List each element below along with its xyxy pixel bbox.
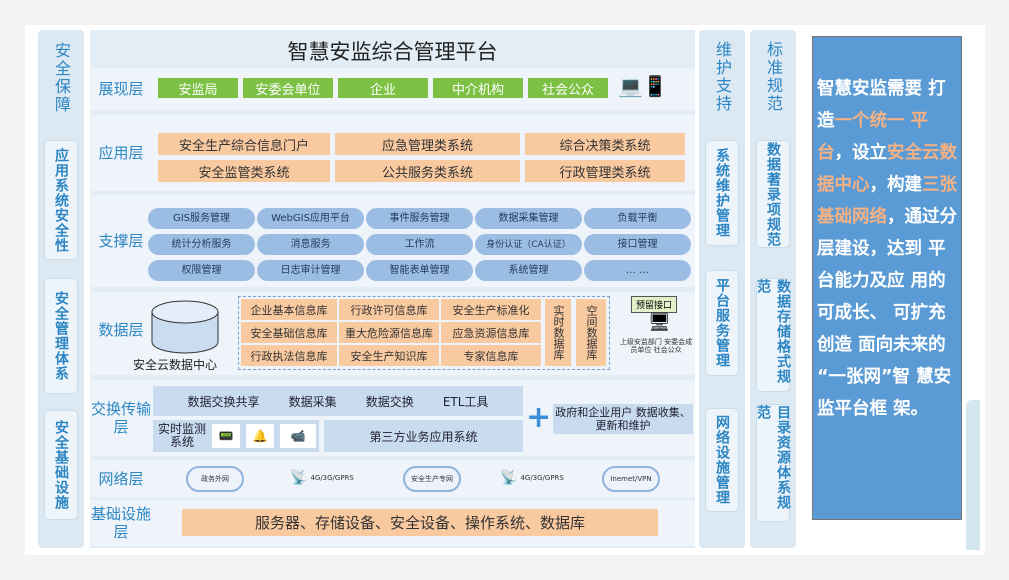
support-item: 工作流 — [366, 234, 473, 255]
db-item: 应急资源信息库 — [441, 322, 541, 343]
db-item: 安全基础信息库 — [241, 322, 337, 343]
application-item: 公共服务类系统 — [335, 160, 520, 182]
wireless-label: 4G/3G/GPRS — [520, 474, 564, 482]
presentation-item: 安监局 — [158, 78, 238, 98]
db-item: 行政许可信息库 — [339, 299, 439, 320]
layer-label: 展现层 — [98, 80, 144, 98]
standard-item: 数据著录项规范 — [756, 140, 790, 248]
support-item: 身份认证（CA认证） — [475, 234, 582, 255]
standard-item: 目录资源体系规范 — [755, 404, 791, 522]
maintain-item: 网络设施管理 — [705, 408, 739, 512]
application-item: 应急管理类系统 — [335, 133, 520, 155]
db-item: 重大危险源信息库 — [339, 322, 439, 343]
cloud-data-center-label: 安全云数据中心 — [133, 358, 218, 372]
antenna-icon: 📡 — [500, 470, 518, 486]
cloud-network: 政务外网 — [186, 466, 244, 492]
layer-label: 应用层 — [98, 144, 144, 162]
spatial-db: 空间数据库 — [576, 299, 606, 366]
device-icon: 📟 — [212, 424, 240, 448]
summary-text: ，构建 — [869, 175, 923, 195]
support-item: 数据采集管理 — [475, 208, 582, 229]
plus-icon: + — [526, 400, 552, 435]
layer-label: 数据层 — [98, 320, 144, 339]
support-item: 负载平衡 — [584, 208, 691, 229]
support-item: WebGIS应用平台 — [257, 208, 364, 229]
server-icon: 🖥 — [648, 312, 671, 333]
database-group — [238, 296, 610, 370]
standard-item: 数据存储格式规范 — [755, 278, 791, 392]
db-item: 专家信息库 — [441, 345, 541, 366]
maintain-item: 平台服务管理 — [705, 270, 739, 376]
decorative-shape — [966, 400, 980, 550]
presentation-item: 社会公众 — [528, 78, 608, 98]
summary-highlight: 三张基础网络 — [817, 175, 957, 227]
database-cylinder-icon — [151, 300, 219, 354]
page-title: 智慧安监综合管理平台 — [287, 40, 498, 64]
support-item: 统计分析服务 — [148, 234, 255, 255]
security-header: 安全保障 — [52, 42, 71, 114]
application-item: 安全监管类系统 — [158, 160, 330, 182]
management-system-box: 安全管理体系 — [44, 278, 78, 394]
support-item: 系统管理 — [475, 260, 582, 281]
presentation-item: 安委会单位 — [243, 78, 333, 98]
monitor-label: 实时监测系统 — [158, 422, 207, 449]
cloud-network: Inemet/VPN — [602, 466, 660, 492]
sensor-icon: 🔔 — [246, 424, 274, 448]
devices-icon: 💻📱 — [618, 74, 668, 98]
support-item: … … — [584, 260, 691, 281]
summary-text: ，设立 — [834, 143, 888, 163]
summary-text: 智慧安监需要 打造 — [817, 79, 946, 131]
exchange-item: 数据交换共享 — [187, 394, 260, 409]
cloud-network: 安全生产专网 — [403, 466, 461, 492]
presentation-item: 中介机构 — [433, 78, 523, 98]
layer-label: 交换传输层 — [90, 400, 151, 436]
layer-label: 网络层 — [98, 469, 144, 488]
standard-header: 标准规范 — [764, 41, 783, 113]
antenna-icon: 📡 — [290, 470, 308, 486]
maintain-header: 维护支持 — [713, 41, 732, 113]
db-item: 行政执法信息库 — [241, 345, 337, 366]
app-security-box: 应用系统安全性 — [44, 140, 78, 260]
maintain-item: 系统维护管理 — [705, 140, 739, 246]
support-item: 智能表单管理 — [366, 260, 473, 281]
application-item: 行政管理类系统 — [525, 160, 685, 182]
layer-label: 支撑层 — [98, 232, 144, 250]
exchange-tools: 数据交换共享 数据采集 数据交换 ETL工具 — [153, 386, 523, 416]
support-item: 权限管理 — [148, 260, 255, 281]
layer-label: 基础设施层 — [90, 505, 151, 541]
summary-highlight: 一个统一 平台 — [817, 111, 929, 163]
support-item: 事件服务管理 — [366, 208, 473, 229]
gov-enterprise-users: 政府和企业用户 数据收集、更新和维护 — [553, 404, 693, 434]
upper-units-label: 上级安监部门 安委会成员单位 社会公众 — [619, 338, 693, 354]
db-grid: 企业基本信息库 行政许可信息库 安全生产标准化 安全基础信息库 重大危险源信息库… — [241, 299, 541, 366]
presentation-item: 企业 — [338, 78, 428, 98]
infra-security-box: 安全基础设施 — [44, 410, 78, 520]
camera-icon: 📹 — [280, 424, 316, 448]
wireless-label: 4G/3G/GPRS — [310, 474, 354, 482]
summary-panel: 智慧安监需要 打造一个统一 平台，设立安全云数据中心，构建三张基础网络，通过分层… — [812, 36, 962, 520]
realtime-db: 实时数据库 — [545, 299, 571, 366]
db-item: 安全生产标准化 — [441, 299, 541, 320]
support-item: 接口管理 — [584, 234, 691, 255]
exchange-item: 数据交换 — [365, 394, 414, 409]
application-item: 综合决策类系统 — [525, 133, 685, 155]
application-item: 安全生产综合信息门户 — [158, 133, 330, 155]
infra-content: 服务器、存储设备、安全设备、操作系统、数据库 — [182, 509, 658, 536]
exchange-item: ETL工具 — [442, 394, 489, 409]
summary-text: ，通过分层建设，达到 平台能力及应 用的可成长、 可扩充创造 面向未来的 “一张… — [817, 207, 957, 419]
wireless-network: 📡4G/3G/GPRS — [500, 470, 564, 486]
wireless-network: 📡4G/3G/GPRS — [290, 470, 354, 486]
exchange-item: 数据采集 — [288, 394, 337, 409]
db-item: 安全生产知识库 — [339, 345, 439, 366]
support-item: 消息服务 — [257, 234, 364, 255]
monitor-system: 实时监测系统 📟 🔔 📹 — [153, 420, 319, 452]
support-item: 日志审计管理 — [257, 260, 364, 281]
reserved-interface-label: 预留接口 — [631, 296, 678, 313]
support-grid: GIS服务管理 WebGIS应用平台 事件服务管理 数据采集管理 负载平衡 统计… — [148, 208, 691, 281]
support-item: GIS服务管理 — [148, 208, 255, 229]
db-item: 企业基本信息库 — [241, 299, 337, 320]
summary-highlight: 安全云数据中心 — [817, 143, 957, 195]
third-party-system: 第三方业务应用系统 — [324, 420, 523, 452]
